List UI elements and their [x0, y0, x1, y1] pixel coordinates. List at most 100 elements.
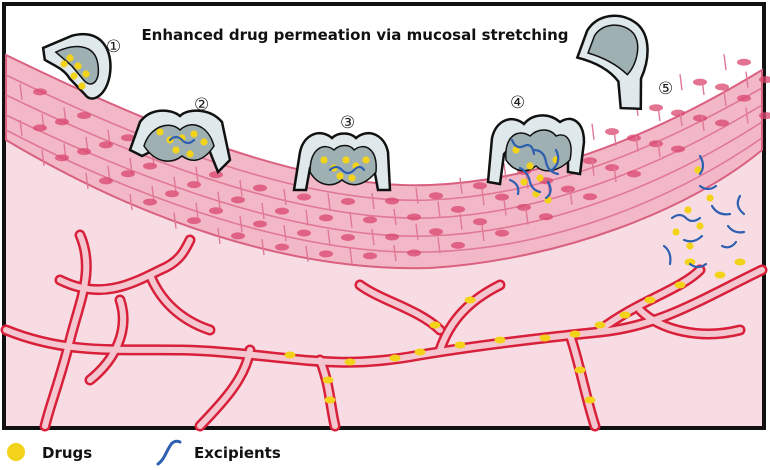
cell-divider: [261, 203, 265, 220]
cell-nucleus: [143, 198, 157, 206]
cell-nucleus: [759, 112, 770, 120]
cell-nucleus: [319, 214, 333, 222]
drug-dot: [694, 166, 702, 174]
drug-dot: [78, 82, 86, 90]
excipient-strand: [518, 166, 542, 194]
drug-dot: [429, 321, 441, 329]
step-3-label: ③: [340, 113, 355, 133]
cell-nucleus: [671, 145, 685, 153]
cell-divider: [129, 193, 133, 211]
step-1-label: ①: [106, 37, 121, 57]
cell-nucleus: [715, 119, 729, 127]
drug-dot: [82, 70, 90, 78]
cell-nucleus: [363, 252, 377, 260]
cell-nucleus: [429, 228, 443, 236]
excipient-strand: [736, 194, 746, 216]
drug-dot: [526, 162, 534, 170]
cell-nucleus: [231, 232, 245, 240]
cell-divider: [173, 176, 177, 193]
cell-divider: [481, 225, 485, 242]
drug-dot: [156, 128, 164, 136]
excipient-strand: [720, 240, 738, 249]
drug-dot: [686, 242, 694, 250]
drug-dot: [362, 156, 370, 164]
drug-dot: [66, 54, 74, 62]
drug-dot: [494, 336, 506, 344]
cell-nucleus: [693, 78, 707, 86]
cell-nucleus: [99, 177, 113, 185]
cell-nucleus: [671, 109, 685, 117]
cell-divider: [657, 140, 661, 158]
step-2-label: ②: [194, 95, 209, 115]
cell-nucleus: [187, 181, 201, 189]
drug-dot: [644, 296, 656, 304]
cell-divider: [525, 208, 529, 225]
excipient-strand: [710, 204, 732, 216]
cell-nucleus: [583, 193, 597, 201]
cell-nucleus: [759, 76, 770, 84]
cell-nucleus: [253, 220, 267, 228]
cell-divider: [239, 215, 243, 233]
drug-dot: [190, 130, 198, 138]
cell-divider: [503, 163, 507, 180]
cell-divider: [701, 114, 705, 132]
step-5-label: ⑤: [658, 79, 673, 99]
cell-divider: [679, 110, 683, 127]
vessel-drug-dots: [284, 258, 746, 404]
drug-dot: [60, 60, 68, 68]
device-5: [575, 14, 649, 111]
cell-nucleus: [121, 134, 135, 142]
drug-dot: [320, 156, 328, 164]
cell-divider: [613, 165, 617, 183]
cell-divider: [85, 172, 89, 189]
cell-nucleus: [319, 250, 333, 258]
cell-divider: [349, 247, 353, 264]
legend: Drugs Excipients: [7, 439, 281, 466]
cell-divider: [217, 227, 221, 244]
drug-dot: [684, 206, 692, 214]
cell-nucleus: [561, 185, 575, 193]
cell-divider: [349, 211, 353, 228]
excipient-strand: [510, 138, 536, 156]
excipient-strand: [662, 244, 672, 266]
diagram-title: Enhanced drug permeation via mucosal str…: [141, 26, 568, 44]
cell-divider: [41, 149, 45, 166]
drug-dot: [336, 172, 344, 180]
excipient-strand: [698, 184, 718, 191]
cell-nucleus: [275, 207, 289, 215]
cell-divider: [503, 199, 507, 216]
cell-divider: [195, 166, 199, 183]
drug-dot: [172, 146, 180, 154]
drug-dot: [536, 174, 544, 182]
cell-divider: [19, 119, 23, 137]
drug-dot: [414, 348, 426, 356]
cell-nucleus: [693, 114, 707, 122]
drug-dot: [464, 296, 476, 304]
cell-nucleus: [407, 213, 421, 221]
cell-nucleus: [649, 104, 663, 112]
step-4-label: ④: [510, 93, 525, 113]
excipient-strand: [682, 234, 704, 243]
cell-divider: [459, 213, 463, 230]
cell-divider: [635, 135, 639, 152]
drug-dot: [539, 334, 551, 342]
cell-divider: [723, 54, 727, 71]
drug-dot: [684, 258, 696, 266]
cell-nucleus: [99, 141, 113, 149]
cell-nucleus: [473, 182, 487, 190]
drug-dot: [454, 341, 466, 349]
drug-dot: [706, 194, 714, 202]
cell-nucleus: [143, 162, 157, 170]
cell-nucleus: [737, 58, 751, 66]
cell-nucleus: [55, 118, 69, 126]
cell-nucleus: [517, 203, 531, 211]
drug-dot: [322, 376, 334, 384]
drug-dot: [734, 258, 746, 266]
device-3: [292, 132, 392, 192]
drug-dot: [284, 351, 296, 359]
cell-divider: [701, 78, 705, 96]
cell-nucleus: [275, 243, 289, 251]
cell-nucleus: [297, 229, 311, 237]
excipient-strand: [726, 224, 746, 234]
